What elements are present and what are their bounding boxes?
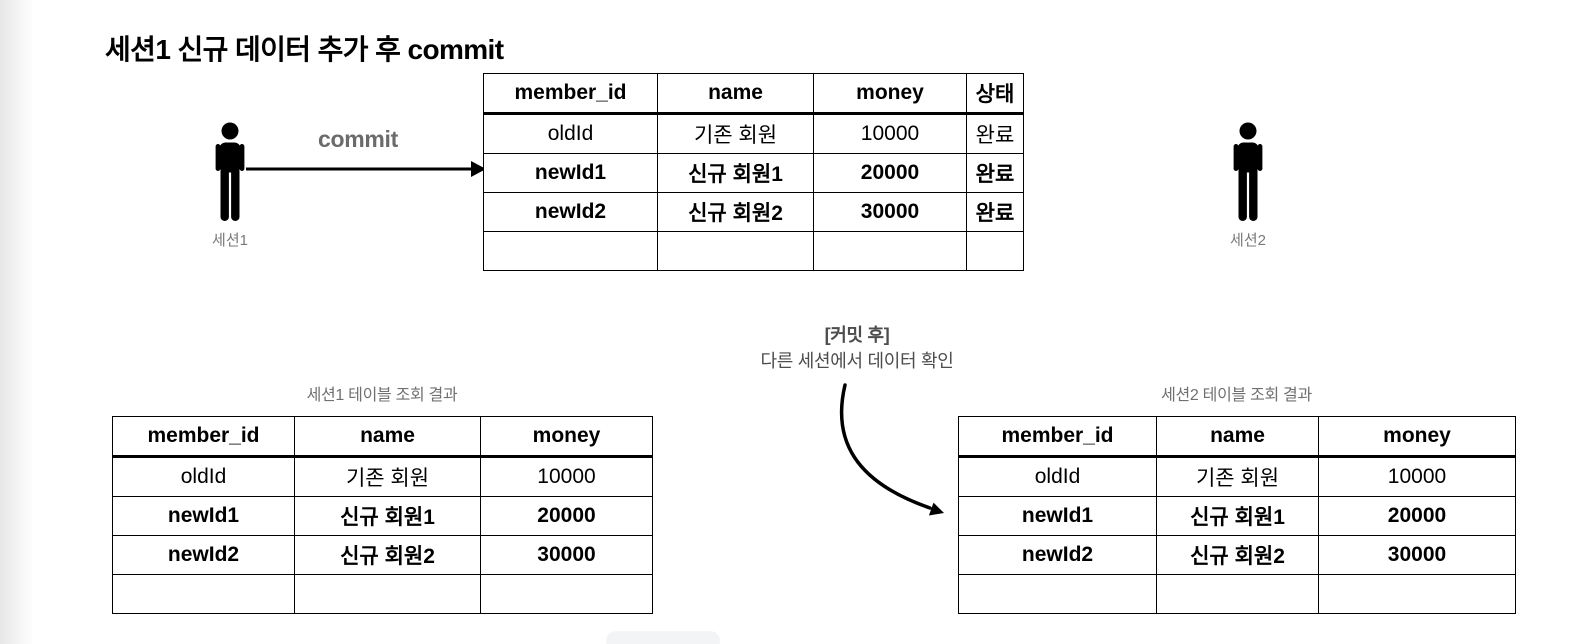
session2-person-icon [1228,122,1268,222]
table-row: newId1 신규 회원1 20000 완료 [483,153,1024,193]
header-cell: name [1156,416,1319,458]
cell [1318,574,1516,614]
cell: newId2 [958,535,1157,575]
cell: 30000 [813,192,967,232]
cell: oldId [958,456,1157,497]
page-edge-shadow [0,0,34,644]
table-row: newId2 신규 회원2 30000 [112,535,653,575]
session2-result-table: member_id name money oldId 기존 회원 10000 n… [958,416,1516,614]
table-row: newId1 신규 회원1 20000 [958,496,1516,536]
cell [958,574,1157,614]
person-icon [215,122,245,221]
header-cell: money [480,416,653,458]
cell [483,231,658,271]
commit-arrow-icon [246,161,486,177]
table-header-row: member_id name money [112,416,653,458]
cell: 기존 회원 [294,456,481,497]
annotation-line2: 다른 세션에서 데이터 확인 [760,351,954,372]
cell: 신규 회원1 [294,496,481,536]
annotation-curved-arrow-icon [839,383,944,516]
cell: 신규 회원1 [1156,496,1319,536]
cell: 기존 회원 [1156,456,1319,497]
cell: 신규 회원2 [294,535,481,575]
cell [294,574,481,614]
annotation-line1: [커밋 후] [824,325,890,345]
session2-result-caption: 세션2 테이블 조회 결과 [1161,387,1312,404]
session1-person-icon [210,122,250,222]
cell: newId2 [112,535,295,575]
table-row: newId2 신규 회원2 30000 [958,535,1516,575]
diagram-title: 세션1 신규 데이터 추가 후 commit [105,34,504,65]
cell: 신규 회원2 [1156,535,1319,575]
cell: 완료 [966,153,1024,193]
cell [480,574,653,614]
cell: 10000 [813,113,967,154]
cell [966,231,1024,271]
cell: newId2 [483,192,658,232]
header-cell: name [294,416,481,458]
cell: newId1 [112,496,295,536]
person-icon [1233,122,1263,221]
table-row: oldId 기존 회원 10000 완료 [483,113,1024,154]
committed-data-table: member_id name money 상태 oldId 기존 회원 1000… [483,73,1024,271]
cell: 신규 회원2 [657,192,814,232]
session2-label: 세션2 [1230,232,1266,249]
cell: 30000 [1318,535,1516,575]
cell: 기존 회원 [657,113,814,154]
cell: 10000 [1318,456,1516,497]
cell: 10000 [480,456,653,497]
cell: 20000 [813,153,967,193]
cell: newId1 [958,496,1157,536]
table-row: oldId 기존 회원 10000 [958,456,1516,497]
cell [1156,574,1319,614]
session1-result-caption: 세션1 테이블 조회 결과 [306,387,458,404]
header-cell: member_id [112,416,295,458]
cell: 완료 [966,192,1024,232]
cell: 30000 [480,535,653,575]
cell [657,231,814,271]
cell: newId1 [483,153,658,193]
session1-label: 세션1 [212,232,248,249]
table-header-row: member_id name money [958,416,1516,458]
commit-label: commit [318,126,398,152]
cell [813,231,967,271]
header-cell: name [657,73,814,115]
bottom-ui-pill [606,631,720,644]
header-cell: money [813,73,967,115]
table-row: oldId 기존 회원 10000 [112,456,653,497]
header-cell: 상태 [966,73,1024,115]
cell: oldId [112,456,295,497]
annotation-note: [커밋 후] 다른 세션에서 데이터 확인 [733,322,981,374]
session1-result-table: member_id name money oldId 기존 회원 10000 n… [112,416,653,614]
table-row-empty [958,574,1516,614]
header-cell: member_id [483,73,658,115]
table-header-row: member_id name money 상태 [483,73,1024,115]
cell: 신규 회원1 [657,153,814,193]
header-cell: member_id [958,416,1157,458]
cell: 20000 [480,496,653,536]
header-cell: money [1318,416,1516,458]
table-row-empty [112,574,653,614]
cell: 완료 [966,113,1024,154]
table-row: newId1 신규 회원1 20000 [112,496,653,536]
cell [112,574,295,614]
table-row: newId2 신규 회원2 30000 완료 [483,192,1024,232]
table-row-empty [483,231,1024,271]
cell: 20000 [1318,496,1516,536]
cell: oldId [483,113,658,154]
